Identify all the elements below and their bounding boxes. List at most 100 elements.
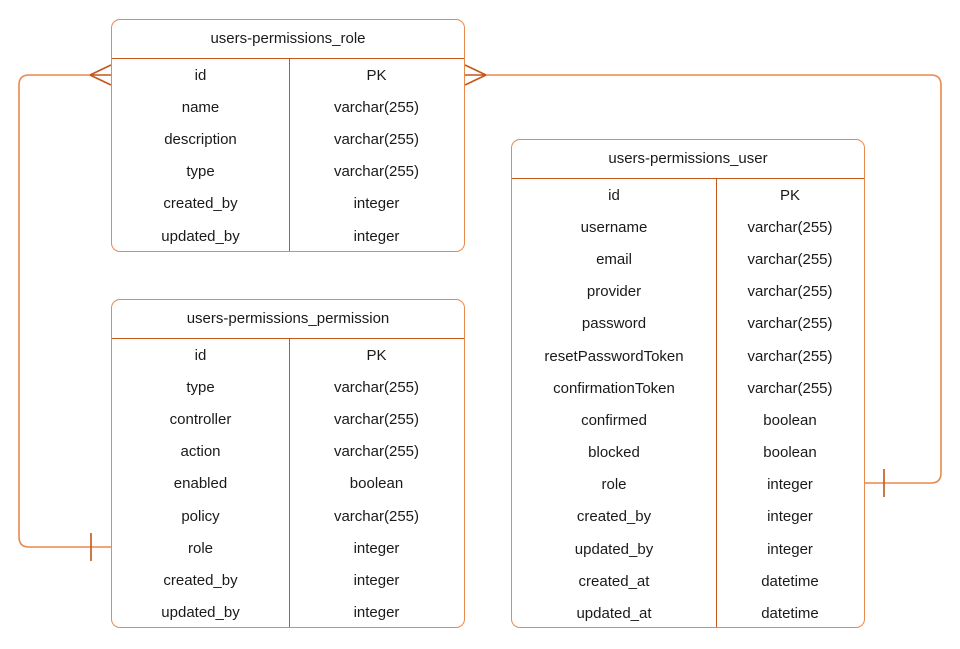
field-type: PK — [366, 346, 387, 364]
field-type: varchar(255) — [747, 315, 833, 333]
field-type: varchar(255) — [333, 130, 420, 148]
relationship-permission-role — [18, 64, 112, 561]
field-name: password — [581, 315, 647, 333]
entity-role-column-divider — [289, 59, 290, 251]
table-row[interactable]: description varchar(255) — [112, 123, 464, 155]
field-type: varchar(255) — [747, 250, 833, 268]
field-name: id — [194, 66, 207, 84]
field-type: PK — [779, 186, 800, 204]
entity-role[interactable]: users-permissions_role id PK name varcha… — [111, 19, 465, 252]
field-type: integer — [767, 540, 813, 558]
table-row[interactable]: updated_by integer — [512, 533, 864, 565]
table-row[interactable]: role integer — [112, 532, 464, 564]
entity-permission-body: id PK type varchar(255) controller varch… — [112, 339, 464, 628]
field-name: created_at — [578, 572, 650, 590]
field-name: updated_by — [574, 540, 654, 558]
field-name: id — [608, 186, 620, 204]
table-row[interactable]: enabled boolean — [112, 468, 464, 500]
field-type: boolean — [349, 475, 404, 493]
field-name: created_by — [163, 571, 238, 589]
field-name: resetPasswordToken — [544, 347, 684, 365]
field-type: varchar(255) — [747, 283, 833, 301]
field-type: integer — [767, 476, 813, 494]
field-name: controller — [169, 410, 232, 428]
table-row[interactable]: email varchar(255) — [512, 243, 864, 275]
field-type: varchar(255) — [747, 347, 833, 365]
entity-user-column-divider — [716, 179, 717, 627]
entity-permission[interactable]: users-permissions_permission id PK type … — [111, 299, 465, 628]
field-name: description — [164, 130, 237, 148]
field-name: id — [194, 346, 207, 364]
field-name: updated_at — [576, 605, 652, 623]
table-row[interactable]: username varchar(255) — [512, 211, 864, 243]
entity-user-title: users-permissions_user — [512, 140, 864, 179]
table-row[interactable]: name varchar(255) — [112, 91, 464, 123]
field-type: varchar(255) — [333, 163, 420, 181]
table-row[interactable]: resetPasswordToken varchar(255) — [512, 340, 864, 372]
field-name: name — [181, 98, 220, 116]
table-row[interactable]: created_by integer — [112, 188, 464, 220]
field-name: type — [186, 163, 215, 181]
field-name: confirmed — [581, 411, 647, 429]
field-name: updated_by — [161, 604, 240, 622]
table-row[interactable]: updated_by integer — [112, 597, 464, 628]
field-type: integer — [353, 195, 400, 213]
field-type: integer — [353, 604, 400, 622]
table-row[interactable]: policy varchar(255) — [112, 500, 464, 532]
entity-role-title: users-permissions_role — [112, 20, 464, 59]
field-name: email — [596, 250, 632, 268]
field-name: policy — [181, 507, 220, 525]
table-row[interactable]: type varchar(255) — [112, 371, 464, 403]
table-row[interactable]: id PK — [112, 339, 464, 371]
field-name: updated_by — [161, 227, 240, 245]
field-name: role — [187, 539, 213, 557]
field-type: varchar(255) — [747, 218, 833, 236]
table-row[interactable]: confirmationToken varchar(255) — [512, 372, 864, 404]
field-name: provider — [586, 283, 642, 301]
field-name: enabled — [173, 475, 228, 493]
entity-role-body: id PK name varchar(255) description varc… — [112, 59, 464, 251]
table-row[interactable]: id PK — [112, 59, 464, 91]
field-name: role — [601, 476, 627, 494]
field-name: created_by — [576, 508, 652, 526]
field-type: varchar(255) — [333, 507, 420, 525]
table-row[interactable]: role integer — [512, 469, 864, 501]
entity-permission-title: users-permissions_permission — [112, 300, 464, 339]
table-row[interactable]: action varchar(255) — [112, 436, 464, 468]
field-name: created_by — [163, 195, 238, 213]
table-row[interactable]: confirmed boolean — [512, 404, 864, 436]
field-type: integer — [767, 508, 813, 526]
field-type: datetime — [761, 572, 819, 590]
field-name: type — [186, 378, 215, 396]
field-name: confirmationToken — [553, 379, 675, 397]
table-row[interactable]: created_by integer — [112, 564, 464, 596]
field-type: varchar(255) — [333, 378, 420, 396]
table-row[interactable]: created_by integer — [512, 501, 864, 533]
field-type: varchar(255) — [333, 98, 420, 116]
table-row[interactable]: type varchar(255) — [112, 156, 464, 188]
field-name: action — [180, 443, 221, 461]
table-row[interactable]: password varchar(255) — [512, 308, 864, 340]
table-row[interactable]: controller varchar(255) — [112, 403, 464, 435]
table-row[interactable]: provider varchar(255) — [512, 276, 864, 308]
field-type: integer — [353, 539, 400, 557]
table-row[interactable]: updated_by integer — [112, 220, 464, 251]
field-type: varchar(255) — [333, 443, 420, 461]
table-row[interactable]: blocked boolean — [512, 437, 864, 469]
field-type: boolean — [763, 444, 817, 462]
entity-permission-column-divider — [289, 339, 290, 627]
field-type: varchar(255) — [333, 410, 420, 428]
field-type: integer — [353, 571, 400, 589]
table-row[interactable]: id PK — [512, 179, 864, 211]
field-type: integer — [353, 227, 400, 245]
field-type: datetime — [761, 605, 819, 623]
field-name: blocked — [588, 444, 640, 462]
field-type: PK — [366, 66, 387, 84]
table-row[interactable]: created_at datetime — [512, 565, 864, 597]
entity-user-body: id PK username varchar(255) email varcha… — [512, 179, 864, 627]
field-type: varchar(255) — [747, 379, 833, 397]
table-row[interactable]: updated_at datetime — [512, 597, 864, 627]
entity-user[interactable]: users-permissions_user id PK username va… — [511, 139, 865, 628]
field-name: username — [580, 218, 648, 236]
